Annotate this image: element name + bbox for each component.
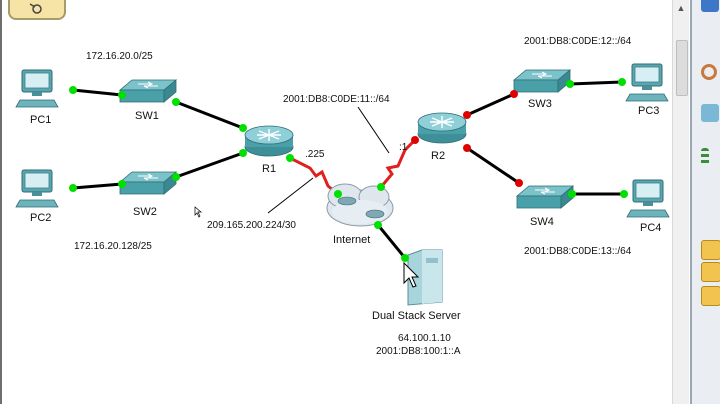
port-dot-up [239,124,247,132]
topology-icon [29,3,42,14]
port-dot-up [286,154,294,162]
port-dot-down [515,179,523,187]
port-dot-down [463,111,471,119]
port-dot-up [566,80,574,88]
inspect-tool-icon[interactable] [701,148,709,166]
vertical-scrollbar[interactable]: ▲ [672,0,689,404]
interface-label-r2-wan: :1 [399,142,408,153]
port-dot-up [618,78,626,86]
sw2-icon[interactable] [119,171,177,195]
draw-ellipse-tool-icon[interactable] [701,64,717,80]
port-dot-down [463,144,471,152]
network-label-wan-v4: 209.165.200.224/30 [207,220,296,231]
device-label-sw4: SW4 [530,216,554,228]
server-ipv4-address: 64.100.1.10 [398,333,451,344]
link-sw3-pc3[interactable] [569,80,623,86]
add-simple-pdu-icon[interactable] [701,240,720,260]
link-sw2-r1[interactable] [175,151,244,179]
link-pc2-sw2[interactable] [72,182,123,190]
port-dot-up [334,190,342,198]
window-left-edge [0,0,2,404]
port-dot-up [401,254,409,262]
pc1-icon[interactable] [15,69,59,108]
port-dot-up [568,190,576,198]
port-status-dots [69,78,628,262]
device-label-internet: Internet [333,234,370,246]
device-label-pc1: PC1 [30,114,51,126]
pdu-envelope-icon[interactable] [701,286,720,306]
port-dot-up [374,221,382,229]
leader-wan-v4 [267,177,314,214]
sw1-icon[interactable] [119,79,177,103]
internet-cloud-icon[interactable] [326,183,394,227]
device-label-sw3: SW3 [528,98,552,110]
link-internet-server[interactable] [376,224,407,259]
serial-link-internet-r2[interactable] [379,138,417,188]
scroll-up-arrow-icon[interactable]: ▲ [676,3,686,13]
port-dot-up [118,91,126,99]
network-label-wan-v6: 2001:DB8:C0DE:11::/64 [283,94,390,105]
port-dot-up [69,184,77,192]
link-r2-sw3[interactable] [466,92,515,117]
port-dot-up [620,190,628,198]
port-dot-up [172,173,180,181]
port-dot-up [377,183,385,191]
network-label-lan4: 2001:DB8:C0DE:13::/64 [524,246,632,257]
device-label-server: Dual Stack Server [372,310,461,322]
link-r2-sw4[interactable] [466,146,520,185]
device-label-sw1: SW1 [135,110,159,122]
add-complex-pdu-icon[interactable] [701,262,720,282]
r2-icon[interactable] [417,112,467,144]
device-label-r2: R2 [431,150,445,162]
port-dot-up [118,180,126,188]
port-dot-up [239,149,247,157]
port-dot-up [172,98,180,106]
sw3-icon[interactable] [513,69,571,93]
device-label-pc4: PC4 [640,222,661,234]
device-label-pc3: PC3 [638,105,659,117]
network-label-lan1: 172.16.20.0/25 [86,51,153,62]
topology-canvas[interactable]: 172.16.20.0/25 172.16.20.128/25 2001:DB8… [0,0,690,404]
pc3-icon[interactable] [625,63,669,102]
link-pc1-sw1[interactable] [72,88,123,97]
server-ipv6-address: 2001:DB8:100:1::A [376,346,461,357]
serial-link-r1-internet[interactable] [289,156,339,196]
network-label-lan2: 172.16.20.128/25 [74,241,152,252]
link-sw1-r1[interactable] [175,100,244,130]
network-label-lan3: 2001:DB8:C0DE:12::/64 [524,36,632,47]
logical-view-tool-icon[interactable] [8,0,66,20]
small-pointer-icon [194,206,202,218]
note-tool-icon[interactable] [701,104,719,122]
leader-wan-v6 [357,106,390,154]
r1-icon[interactable] [244,125,294,157]
device-label-r1: R1 [262,163,276,175]
device-label-sw2: SW2 [133,206,157,218]
scrollbar-thumb[interactable] [676,40,688,96]
interface-label-r1-wan: .225 [305,149,325,160]
pc4-icon[interactable] [626,179,670,218]
port-dot-down [411,136,419,144]
select-tool-icon[interactable] [701,0,719,12]
port-dot-down [510,90,518,98]
sw4-icon[interactable] [516,185,574,209]
right-tool-palette [690,0,720,404]
device-label-pc2: PC2 [30,212,51,224]
mouse-pointer-icon [403,261,420,288]
pc2-icon[interactable] [15,169,59,208]
port-dot-up [69,86,77,94]
dual-stack-server-icon[interactable] [407,249,443,306]
